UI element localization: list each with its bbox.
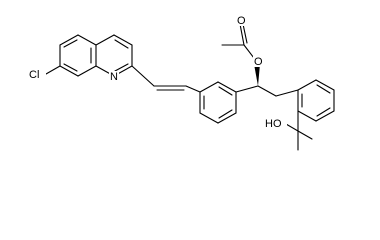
wedge-bond bbox=[254, 64, 260, 86]
nitrogen-atom-label: N bbox=[110, 71, 118, 83]
central-benzene-ring bbox=[199, 81, 237, 124]
carbonyl-oxygen-label: O bbox=[237, 15, 246, 27]
chloro-bond bbox=[45, 65, 61, 75]
tertiary-alcohol bbox=[285, 110, 313, 151]
hydroxyl-label: HO bbox=[265, 118, 282, 130]
right-benzene-ring bbox=[297, 79, 335, 122]
propyl-chain bbox=[257, 85, 299, 97]
ester-oxygen-label: O bbox=[254, 56, 263, 68]
quinoline-pyridine-ring bbox=[95, 34, 133, 77]
chemical-structure-diagram: Cl N O O HO bbox=[28, 15, 335, 151]
chlorine-atom-label: Cl bbox=[29, 69, 39, 81]
vinyl-linker bbox=[131, 65, 201, 93]
quinoline-benzo-ring bbox=[59, 34, 97, 77]
